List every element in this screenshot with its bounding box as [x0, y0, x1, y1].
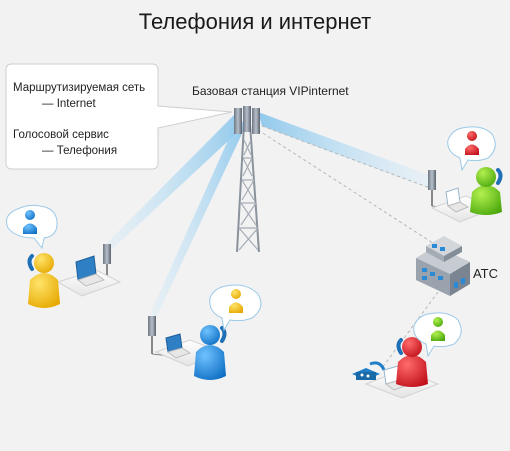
person-red: [396, 337, 428, 387]
station-right: [428, 126, 503, 223]
speech-bubble-right: [447, 126, 496, 172]
speech-bubble-left: [6, 204, 58, 250]
laptop-right: [445, 187, 470, 213]
radio-beams: [103, 112, 432, 318]
desk-phone-icon: [352, 361, 386, 380]
speech-bubble-bottom: [209, 284, 262, 332]
callout-bubble: [5, 63, 233, 170]
handset-icon-landline: [396, 338, 403, 355]
handset-icon-bottom: [220, 326, 227, 343]
laptop-left: [75, 255, 106, 287]
person-green: [470, 167, 503, 215]
page-title: Телефония и интернет: [138, 9, 372, 34]
base-station-label: Базовая станция VIPinternet: [192, 84, 349, 98]
handset-icon-left: [27, 254, 34, 271]
station-left: [6, 204, 122, 308]
tower-antenna-panel-right: [252, 108, 260, 134]
callout-internet-label: — Internet: [42, 98, 96, 110]
beam-to-bottom-antenna: [150, 118, 246, 318]
callout-network-label: Маршрутизируемая сеть: [13, 82, 146, 94]
speech-bubble-landline: [413, 312, 462, 358]
station-bottom: [148, 284, 262, 380]
person-blue: [194, 325, 227, 380]
link-tower-to-exchange: [257, 129, 437, 246]
antenna-right: [428, 170, 449, 209]
tower-antenna-panel-left: [234, 108, 242, 134]
base-station-tower: [234, 106, 260, 253]
laptop-bottom: [165, 333, 192, 359]
callout-telephony-label: — Телефония: [42, 145, 118, 157]
callout-voice-label: Голосовой сервис: [13, 129, 109, 141]
person-yellow: [27, 253, 60, 308]
exchange-label: АТС: [473, 266, 498, 281]
wired-links: [257, 125, 439, 369]
tower-antenna-panel-center: [243, 106, 251, 132]
handset-icon-right: [496, 168, 503, 185]
beam-to-left-antenna: [103, 113, 242, 253]
exchange-building: [416, 236, 470, 296]
link-exchange-to-phone: [381, 291, 439, 369]
station-landline: [352, 312, 462, 399]
beam-to-right-antenna: [258, 112, 432, 188]
